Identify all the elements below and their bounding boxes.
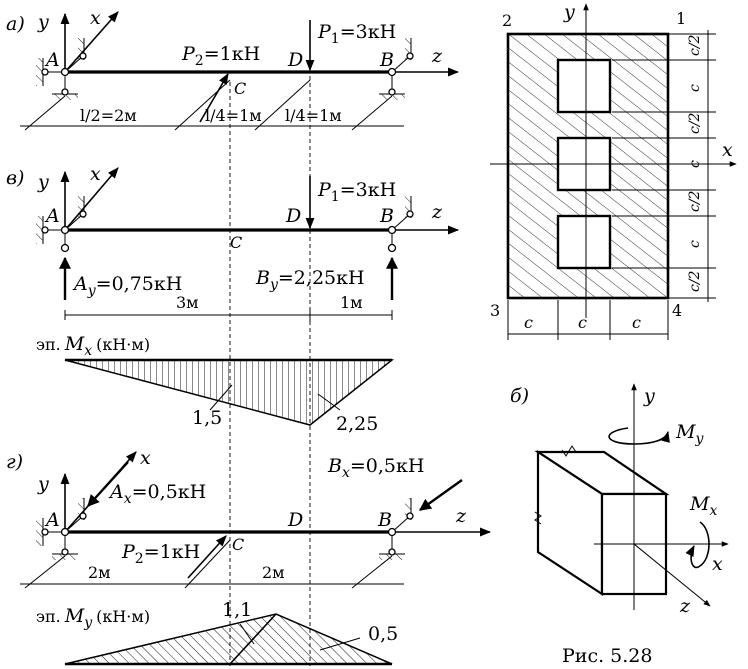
dim-l-quarter-2: l/4=1м	[285, 106, 342, 125]
reaction-Ax-arrow	[87, 461, 129, 507]
point-B-label: B	[377, 509, 392, 531]
y-axis-label: y	[37, 11, 49, 33]
diagram-v-tag: в)	[6, 167, 24, 189]
moment-Mx-curl-icon	[685, 521, 710, 569]
support-A	[36, 498, 87, 560]
dim-c-half-4: c/2	[687, 270, 703, 292]
dim-l-half: l/2=2м	[80, 106, 137, 125]
moment-Mx-title: эп.Mx(кН·м)	[36, 333, 150, 359]
support-B	[387, 196, 414, 235]
diagram-a-tag: a)	[6, 13, 25, 35]
section-y-label: y	[563, 1, 575, 23]
hole-top	[556, 58, 612, 114]
dim-2m-right: 2м	[262, 563, 285, 582]
x-axis-arrow	[64, 11, 119, 73]
figure-caption: Рис. 5.28	[562, 645, 652, 667]
point-D-label: D	[287, 49, 303, 71]
support-B	[379, 38, 414, 100]
corner-2: 2	[502, 11, 512, 30]
diagram-g-tag: г)	[6, 451, 23, 473]
dim-c-v-2: c	[687, 160, 703, 168]
My-value-right: 0,5	[368, 623, 398, 645]
load-P1-label: P1=3кН	[317, 179, 396, 205]
point-A-label: A	[44, 49, 60, 71]
dim-c-1: c	[524, 313, 533, 332]
x-axis-label: x	[140, 447, 151, 469]
y-axis-label: y	[37, 473, 49, 495]
moment-My-curl-icon	[608, 427, 670, 445]
roller-A	[60, 243, 70, 253]
My-jump-line	[229, 613, 277, 665]
dim-l-quarter-1: l/4=1м	[205, 106, 262, 125]
support-A	[36, 196, 87, 244]
load-P2-arrow	[187, 535, 227, 579]
load-P2-label: P2=1кН	[121, 541, 200, 567]
z-axis-label: z	[455, 505, 467, 527]
break-mark-top	[561, 445, 577, 457]
support-A	[36, 38, 87, 100]
dim-c-v-3: c	[687, 240, 703, 248]
dim-c-v-1: c	[687, 84, 703, 92]
dim-c-half-3: c/2	[687, 190, 703, 212]
reaction-Bx-label: Bx=0,5кН	[327, 455, 424, 481]
corner-1: 1	[676, 9, 686, 28]
block-z-axis	[633, 543, 711, 607]
x-axis-arrow	[64, 167, 119, 231]
dim-3m: 3м	[176, 293, 199, 312]
load-P2-label: P2=1кН	[181, 43, 260, 69]
reaction-Bx-arrow	[419, 479, 463, 511]
point-D-label: D	[287, 509, 303, 531]
section-x-label: x	[722, 139, 733, 161]
reaction-Ax-label: Ax=0,5кН	[108, 481, 206, 507]
z-axis-label: z	[431, 45, 443, 67]
corner-4: 4	[672, 301, 682, 320]
moment-Mx-label: Mx	[689, 493, 717, 519]
dim-c-2: c	[578, 313, 587, 332]
cross-section: y x 2 1 3 4 c c c c/2 c c/2 c c/2 c c/2	[490, 1, 737, 340]
support-B	[379, 498, 414, 560]
x-axis-label: x	[90, 7, 101, 29]
block-z-label: z	[679, 595, 691, 617]
block-x-label: x	[712, 553, 723, 575]
dim-2m-left: 2м	[88, 563, 111, 582]
corner-3: 3	[490, 301, 500, 320]
point-C-label: C	[234, 79, 246, 98]
diagram-b: б) y x z My Mx	[510, 383, 729, 617]
My-value-peak: 1,1	[222, 599, 252, 621]
break-mark-side	[534, 511, 542, 525]
block-y-label: y	[643, 385, 655, 407]
point-A-label: A	[44, 205, 60, 227]
point-A-label: A	[44, 509, 60, 531]
moment-My-title: эп.My(кН·м)	[36, 605, 150, 631]
point-C-label: C	[232, 535, 244, 554]
moment-diagram-Mx: эп.Mx(кН·м) 1,5 2,25	[36, 333, 395, 435]
moment-My-label: My	[675, 421, 704, 447]
z-axis-label: z	[431, 201, 443, 223]
point-B-label: B	[379, 49, 394, 71]
diagram-v: в) y x z A B P1=3кН D	[6, 163, 460, 322]
diagram-a: a) y x z A	[6, 7, 460, 131]
Mx-value-D: 2,25	[336, 413, 378, 435]
dim-c-half-2: c/2	[687, 112, 703, 134]
point-D-label: D	[285, 205, 301, 227]
dim-c-half-1: c/2	[687, 34, 703, 56]
point-B-label: B	[379, 205, 394, 227]
Mx-value-C: 1,5	[192, 407, 222, 429]
diagram-g: г) y x Ax=0,5кН z A	[6, 447, 492, 589]
dim-1m: 1м	[340, 293, 363, 312]
diagram-b-tag: б)	[510, 385, 529, 407]
reaction-Ay-label: Ay=0,75кН	[72, 273, 182, 299]
hole-bottom	[556, 214, 612, 270]
x-axis-label: x	[90, 163, 101, 185]
load-P2-arrow	[199, 73, 229, 123]
dim-c-3: c	[632, 313, 641, 332]
roller-B	[387, 243, 397, 253]
moment-diagram-My: эп.My(кН·м) 1,1 0,5	[36, 599, 398, 666]
load-P1-label: P1=3кН	[317, 21, 396, 47]
y-axis-label: y	[37, 171, 49, 193]
reaction-By-label: By=2,25кН	[255, 267, 365, 293]
point-C-label: C	[230, 233, 242, 252]
